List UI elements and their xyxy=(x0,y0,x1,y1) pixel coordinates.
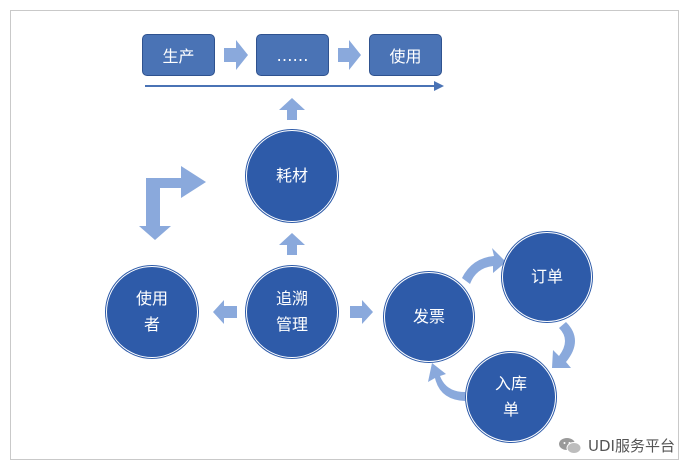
flow-step-ellipsis-label: …… xyxy=(276,45,309,65)
node-warehouse-line1: 入库 xyxy=(494,374,527,394)
node-order-label: 订单 xyxy=(530,267,563,287)
node-trace-management: 追溯 管理 xyxy=(246,266,338,358)
node-order: 订单 xyxy=(502,232,592,322)
wechat-icon xyxy=(559,437,582,454)
flow-step-production-label: 生产 xyxy=(162,47,195,66)
timeline-arrow xyxy=(145,81,444,91)
node-warehouse-receipt: 入库 单 xyxy=(466,352,556,442)
node-invoice-label: 发票 xyxy=(412,307,445,327)
node-invoice: 发票 xyxy=(384,272,474,362)
node-trace-line1: 追溯 xyxy=(275,289,308,309)
node-user-line2: 者 xyxy=(143,315,160,334)
up-arrow-to-consumable xyxy=(279,233,305,255)
flow-step-ellipsis: …… xyxy=(256,34,329,76)
cycle-arrow-warehouse-to-invoice xyxy=(428,363,465,401)
node-consumable: 耗材 xyxy=(246,130,338,222)
node-consumable-label: 耗材 xyxy=(275,166,308,186)
cycle-arrow-order-to-warehouse xyxy=(552,322,575,368)
right-arrow-to-invoice xyxy=(350,300,373,324)
flow-arrow-1 xyxy=(224,40,248,70)
left-arrow-to-user xyxy=(213,300,237,324)
watermark-text: UDI服务平台 xyxy=(588,437,675,455)
cycle-arrow-invoice-to-order xyxy=(462,248,506,284)
node-user: 使用 者 xyxy=(106,266,198,358)
diagram-frame xyxy=(10,10,679,460)
flow-arrow-2 xyxy=(338,40,361,70)
flow-step-production: 生产 xyxy=(142,34,215,76)
watermark: UDI服务平台 xyxy=(558,435,675,456)
up-arrow-to-flow xyxy=(279,98,305,120)
bent-arrow xyxy=(139,166,206,240)
node-warehouse-line2: 单 xyxy=(502,400,519,419)
flow-step-usage: 使用 xyxy=(369,34,442,76)
flow-step-usage-label: 使用 xyxy=(389,47,422,66)
node-user-line1: 使用 xyxy=(135,289,168,309)
node-trace-line2: 管理 xyxy=(275,315,308,334)
